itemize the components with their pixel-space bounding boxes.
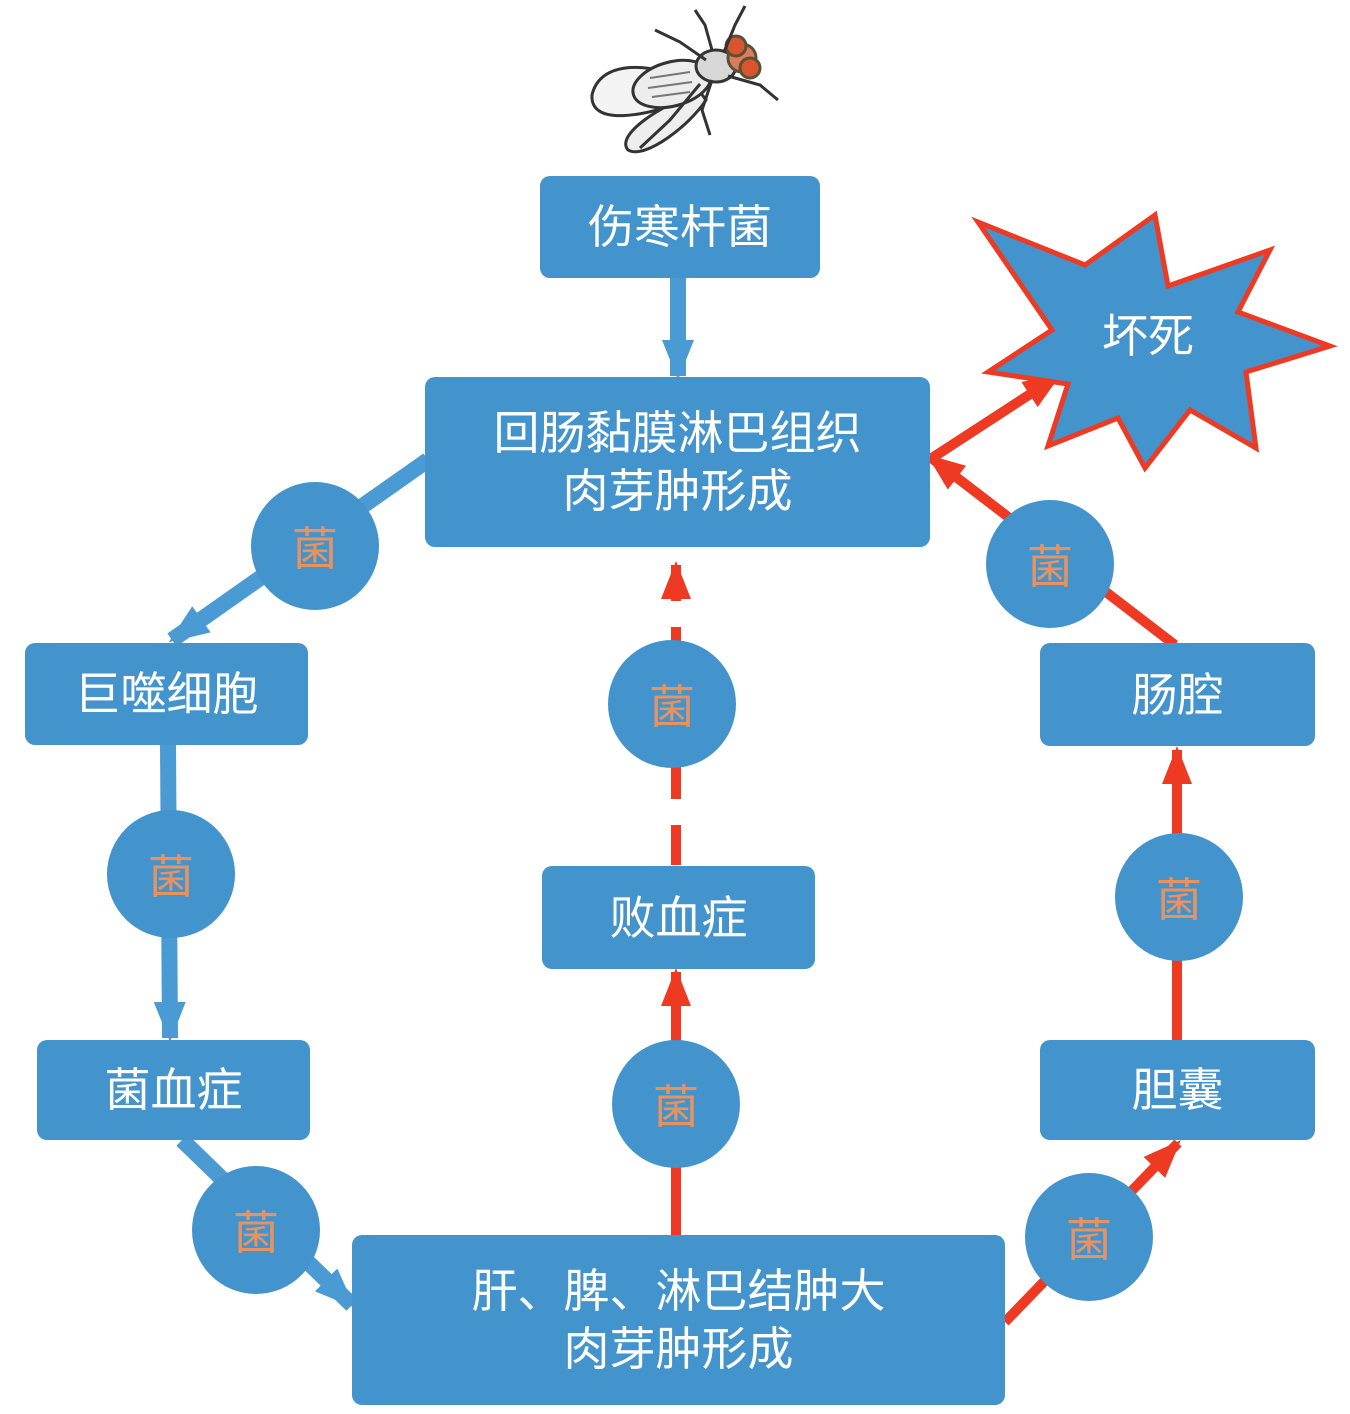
node-sepsis: 败血症 (542, 866, 815, 969)
bacteria-circle: 菌 (1025, 1173, 1153, 1301)
node-macrophage-label: 巨噬细胞 (74, 667, 259, 721)
arrow-ileum-to-necrosis (929, 371, 1062, 463)
bacteria-circle: 菌 (612, 1040, 740, 1168)
node-necrosis-label: 坏死 (1102, 309, 1194, 363)
node-organs-label-line2: 肉芽肿形成 (563, 1322, 794, 1376)
node-organs-label-line1: 肝、脾、淋巴结肿大 (471, 1264, 886, 1318)
node-bacteremia-label: 菌血症 (104, 1063, 243, 1117)
node-intestinal-lumen-label: 肠腔 (1131, 667, 1224, 722)
node-ileum-granuloma: 回肠黏膜淋巴组织 肉芽肿形成 (425, 377, 930, 547)
bacteria-circle: 菌 (608, 640, 736, 768)
node-typhoid-bacillus-label: 伤寒杆菌 (588, 200, 772, 254)
node-bacteremia: 菌血症 (37, 1040, 310, 1140)
bacteria-circle: 菌 (107, 810, 235, 938)
fly-icon (590, 5, 779, 154)
bacteria-circle: 菌 (192, 1166, 320, 1294)
node-ileum-label-line2: 肉芽肿形成 (562, 464, 793, 518)
node-sepsis-label: 败血症 (609, 890, 748, 945)
node-typhoid-bacillus: 伤寒杆菌 (540, 176, 820, 278)
bacteria-circle: 菌 (251, 482, 379, 610)
bacteria-circle: 菌 (1115, 833, 1243, 961)
bacteria-circle: 菌 (986, 500, 1114, 628)
node-gallbladder-label: 胆囊 (1131, 1063, 1224, 1117)
node-organ-enlargement: 肝、脾、淋巴结肿大 肉芽肿形成 (352, 1235, 1005, 1405)
node-macrophage: 巨噬细胞 (25, 643, 308, 745)
node-gallbladder: 胆囊 (1040, 1040, 1315, 1140)
node-ileum-label-line1: 回肠黏膜淋巴组织 (493, 406, 862, 460)
node-intestinal-lumen: 肠腔 (1040, 643, 1315, 746)
necrosis-starburst (971, 210, 1338, 473)
